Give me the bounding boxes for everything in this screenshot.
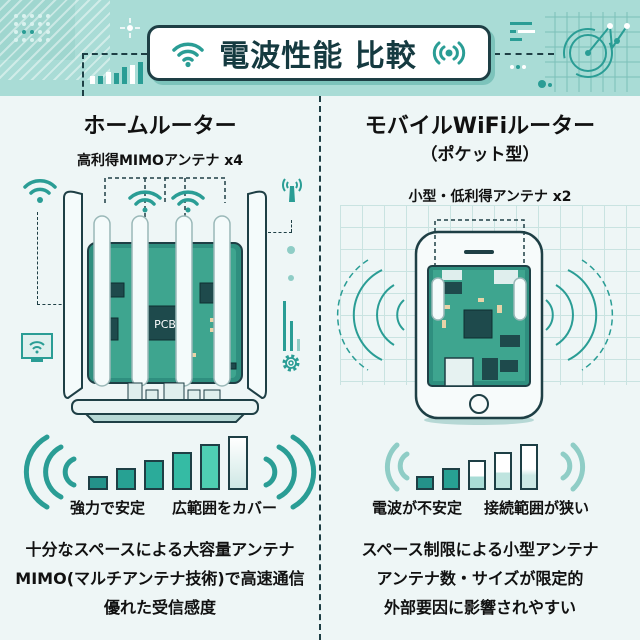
- page-title: 電波性能 比較: [219, 39, 417, 74]
- signal-bar: [172, 452, 192, 490]
- feature-item: スペース制限による小型アンテナ: [361, 540, 599, 559]
- side-decor-dots-bars: [283, 246, 300, 351]
- monitor-wifi-icon: [21, 333, 53, 362]
- home-signal-waves-right: [263, 434, 317, 510]
- mobile-signal-bars: [416, 444, 538, 490]
- feature-item: アンテナ数・サイズが限定的: [376, 569, 584, 588]
- home-wifi-icon: [23, 179, 57, 203]
- feature-item: 十分なスペースによる大容量アンテナ: [25, 540, 295, 559]
- mobile-signal-waves-right: [545, 259, 614, 371]
- home-router-illustration: PCB: [63, 177, 267, 423]
- signal-bar: [200, 444, 220, 490]
- mobile-router-title: モバイルWiFiルーター: [364, 114, 596, 139]
- home-caption-stable: 強力で安定: [70, 499, 146, 517]
- signal-bar: [494, 452, 512, 490]
- gear-icon: [282, 354, 300, 372]
- pcb-label: PCB: [154, 318, 176, 331]
- mobile-signal-arcs: [384, 442, 586, 492]
- mobile-router-subtitle: （ポケット型）: [420, 145, 540, 165]
- decor-dot-grid: [12, 12, 52, 44]
- antenna-tower-icon: [282, 178, 302, 202]
- home-router-antenna-label: 高利得MIMOアンテナ x4: [76, 153, 244, 169]
- mobile-router-illustration: [414, 219, 544, 425]
- mobile-router-antenna-label: 小型・低利得アンテナ x2: [408, 189, 572, 205]
- feature-item: 外部要因に影響されやすい: [383, 598, 576, 617]
- signal-bar: [228, 436, 248, 490]
- wifi-icon: [172, 42, 205, 68]
- signal-bar: [442, 468, 460, 490]
- signal-bar: [520, 444, 538, 490]
- page-title-box: 電波性能 比較: [147, 25, 491, 81]
- signal-bar: [144, 460, 164, 490]
- mobile-caption-narrow: 接続範囲が狭い: [484, 499, 590, 517]
- signal-bar: [88, 476, 108, 490]
- home-features-list: 十分なスペースによる大容量アンテナ MIMO(マルチアンテナ技術)で高速通信 優…: [0, 535, 320, 622]
- signal-bar: [416, 476, 434, 490]
- sparkle-icon: [120, 18, 140, 38]
- decor-stripes: [0, 0, 110, 80]
- mobile-features-list: スペース制限による小型アンテナ アンテナ数・サイズが限定的 外部要因に影響されや…: [320, 535, 640, 622]
- signal-bar: [468, 460, 486, 490]
- feature-item: 優れた受信感度: [103, 598, 216, 617]
- broadcast-icon: [432, 41, 465, 65]
- mini-bar-chart-icon: [90, 62, 143, 84]
- ellipsis-dots-icon: [510, 65, 552, 88]
- text-lines-icon: [510, 22, 535, 41]
- home-router-title: ホームルーター: [83, 114, 237, 139]
- section-divider: [319, 96, 321, 640]
- mobile-signal-waves-left: [336, 259, 405, 371]
- decor-shade: [0, 0, 75, 60]
- home-caption-coverage: 広範囲をカバー: [172, 499, 278, 517]
- signal-bar: [116, 468, 136, 490]
- feature-item: MIMO(マルチアンテナ技術)で高速通信: [15, 569, 305, 588]
- home-signal-bars: [88, 434, 248, 490]
- header-band: 電波性能 比較: [0, 0, 640, 96]
- mobile-caption-unstable: 電波が不安定: [372, 499, 463, 517]
- radar-growth-chart-icon: [545, 12, 640, 92]
- home-signal-waves-left: [23, 434, 77, 510]
